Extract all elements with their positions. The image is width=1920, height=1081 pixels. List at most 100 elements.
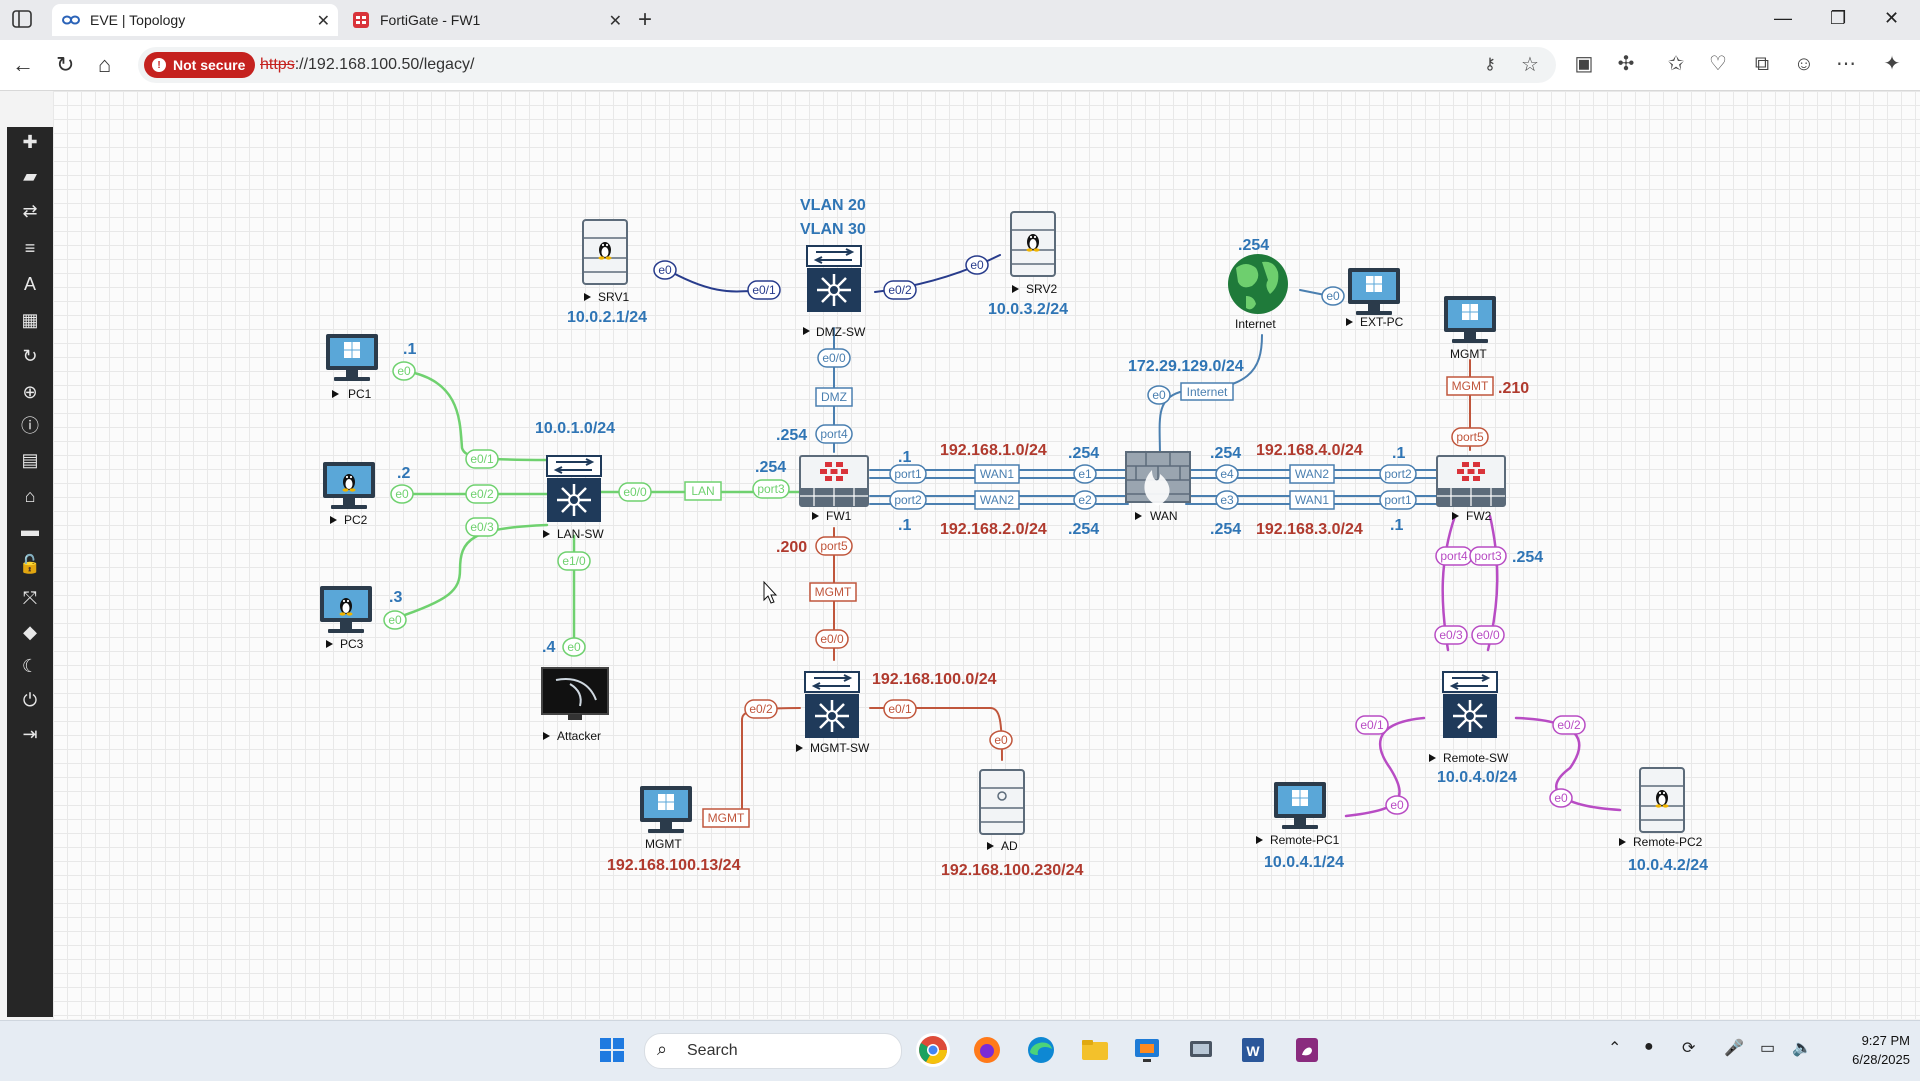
word-icon[interactable]: W xyxy=(1236,1033,1270,1067)
profile-avatar-icon[interactable]: ☺ xyxy=(1793,53,1815,75)
logs-icon[interactable]: ▤ xyxy=(21,450,39,470)
tag-icon[interactable]: ◆ xyxy=(23,622,37,642)
lab-icon[interactable]: ⌂ xyxy=(24,486,36,506)
iface-lan-e02: e0/2 xyxy=(465,484,499,504)
not-secure-badge[interactable]: ! Not secure xyxy=(144,52,256,78)
ad-node[interactable]: AD xyxy=(979,769,1025,853)
lan-network-label: 10.0.1.0/24 xyxy=(535,420,615,437)
back-icon[interactable]: ← xyxy=(12,52,34,77)
power-icon[interactable]: ⏻ xyxy=(22,690,38,710)
chat-icon[interactable]: ▬ xyxy=(21,520,39,540)
mgmt-pc-right-node[interactable]: MGMT xyxy=(1444,296,1496,361)
volume-icon[interactable]: 🔈 xyxy=(1792,1040,1812,1057)
iface-lan-e10: e1/0 xyxy=(557,551,591,571)
attacker-node[interactable]: Attacker xyxy=(541,667,609,743)
lan-sw-node[interactable]: LAN-SW xyxy=(543,454,604,541)
sidebar-toggle-icon[interactable] xyxy=(12,10,32,28)
remote-pc1-node[interactable]: Remote-PC1 xyxy=(1256,782,1340,847)
iface-fw1-port1: port1 xyxy=(889,464,927,484)
file-explorer-icon[interactable] xyxy=(1078,1033,1112,1067)
topology-canvas[interactable] xyxy=(53,91,1920,1019)
network-icon[interactable]: ▭ xyxy=(1760,1040,1776,1057)
logout-icon[interactable]: ⇥ xyxy=(22,724,38,744)
zoom-icon[interactable]: ⊕ xyxy=(22,382,38,402)
dark-mode-icon[interactable]: ☾ xyxy=(21,656,39,676)
collections-icon[interactable]: ⧉ xyxy=(1754,53,1770,75)
svg-text:e0/2: e0/2 xyxy=(1557,718,1581,732)
networks-icon[interactable]: ⇄ xyxy=(22,201,38,221)
tray-app-icon[interactable]: ● xyxy=(1644,1038,1654,1055)
link-mgmtpc-mgmtsw xyxy=(741,707,801,813)
startup-configs-icon[interactable]: ≡ xyxy=(24,238,36,258)
more-menu-icon[interactable]: ⋯ xyxy=(1836,53,1856,75)
dmz-sw-node[interactable]: DMZ-SW xyxy=(803,244,866,339)
snipping-tool-icon[interactable] xyxy=(1184,1033,1218,1067)
dmz-sw-label: DMZ-SW xyxy=(816,325,866,339)
fullscreen-icon[interactable]: ⤧ xyxy=(22,588,38,608)
extensions-puzzle-icon[interactable]: ✣ xyxy=(1617,53,1635,75)
url-field[interactable]: ! Not secure https://192.168.100.50/lega… xyxy=(138,47,1556,83)
mgmt-sw-node[interactable]: MGMT-SW xyxy=(796,670,870,755)
srv1-node[interactable]: SRV1 xyxy=(582,219,629,304)
tab-eve-topology[interactable]: EVE | Topology ✕ xyxy=(52,4,338,36)
svg-text:port1: port1 xyxy=(1384,493,1412,507)
close-window-icon[interactable]: ✕ xyxy=(1884,8,1900,28)
wan-node[interactable]: WAN xyxy=(1125,451,1191,523)
close-tab-icon[interactable]: ✕ xyxy=(608,13,622,30)
text-icon[interactable]: A xyxy=(23,274,36,294)
home-icon[interactable]: ⌂ xyxy=(98,52,112,77)
show-hidden-icons[interactable]: ⌃ xyxy=(1608,1040,1622,1057)
tab-title: FortiGate - FW1 xyxy=(380,12,481,28)
remote-sw-node[interactable]: Remote-SW xyxy=(1429,670,1509,765)
mgmt-pc-node[interactable]: MGMT xyxy=(640,786,692,851)
pc3-label: PC3 xyxy=(340,637,364,651)
firefox-icon[interactable] xyxy=(970,1033,1004,1067)
layout-icon[interactable]: ▦ xyxy=(21,310,39,330)
fw1-node[interactable]: FW1 xyxy=(799,455,869,523)
svg-text:port5: port5 xyxy=(820,539,848,553)
pc2-node[interactable]: PC2 xyxy=(323,462,375,527)
nodes-icon[interactable]: ▰ xyxy=(23,166,37,186)
windows-start-icon[interactable] xyxy=(595,1033,629,1067)
copilot-icon[interactable]: ✦ xyxy=(1883,53,1901,75)
attacker-host-label: .4 xyxy=(542,639,555,656)
info-icon[interactable]: ⓘ xyxy=(21,416,39,436)
fw1-mgmt-host-label: .200 xyxy=(776,539,807,556)
chrome-icon[interactable] xyxy=(916,1033,950,1067)
tab-fortigate-fw1[interactable]: FortiGate - FW1 ✕ xyxy=(342,4,630,36)
extension-icon[interactable]: ▣ xyxy=(1574,53,1594,75)
microphone-icon[interactable]: 🎤 xyxy=(1724,1040,1744,1057)
pc3-node[interactable]: PC3 xyxy=(320,586,372,651)
remote-desktop-icon[interactable] xyxy=(1130,1033,1164,1067)
fw2-node[interactable]: FW2 xyxy=(1436,455,1506,523)
lock-icon[interactable]: 🔓 xyxy=(18,554,42,574)
close-tab-icon[interactable]: ✕ xyxy=(316,13,330,30)
pdf-app-icon[interactable] xyxy=(1290,1033,1324,1067)
pc1-node[interactable]: PC1 xyxy=(326,334,378,401)
warning-icon: ! xyxy=(152,58,166,72)
maximize-icon[interactable]: ❐ xyxy=(1830,8,1847,28)
minimize-icon[interactable]: — xyxy=(1774,8,1792,28)
iface-fw2-port2: port2 xyxy=(1379,464,1417,484)
edge-icon[interactable] xyxy=(1024,1033,1058,1067)
favorites-icon[interactable]: ✩ xyxy=(1667,53,1685,75)
password-key-icon[interactable]: ⚷ xyxy=(1484,56,1496,73)
fw1-port3-host-label: .254 xyxy=(755,459,786,476)
internet-node[interactable]: Internet xyxy=(1228,254,1288,331)
ext-pc-node[interactable]: EXT-PC xyxy=(1346,268,1404,329)
new-tab-icon[interactable]: + xyxy=(638,6,653,33)
sync-icon[interactable]: ⟳ xyxy=(1682,1040,1696,1057)
refresh-icon[interactable]: ↻ xyxy=(22,346,38,366)
svg-text:WAN1: WAN1 xyxy=(980,467,1015,481)
iface-lan-e00: e0/0 xyxy=(618,482,652,502)
srv2-node[interactable]: SRV2 xyxy=(1010,211,1057,296)
taskbar-search-field[interactable]: ⌕ Search xyxy=(644,1033,902,1069)
vlan20-label: VLAN 20 xyxy=(800,197,866,214)
reload-icon[interactable]: ↻ xyxy=(56,52,75,77)
browser-essentials-icon[interactable]: ♡ xyxy=(1709,53,1727,75)
favorite-star-icon[interactable]: ☆ xyxy=(1521,54,1539,76)
system-clock[interactable]: 9:27 PM 6/28/2025 xyxy=(1852,1033,1910,1067)
remote-pc2-node[interactable]: Remote-PC2 xyxy=(1619,767,1703,849)
ext-pc-label: EXT-PC xyxy=(1360,315,1404,329)
add-icon[interactable]: ✚ xyxy=(22,132,38,152)
